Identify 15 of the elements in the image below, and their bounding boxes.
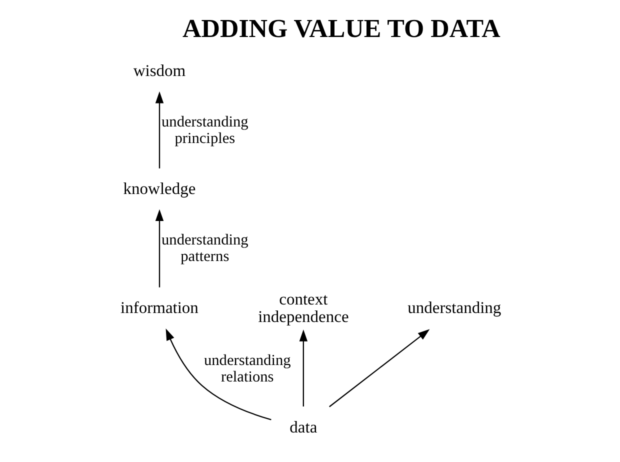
node-text: wisdom [132, 61, 186, 80]
edge-label: understanding relations [203, 352, 290, 386]
arrow [165, 328, 271, 420]
arrow [328, 329, 430, 408]
arrow [298, 330, 308, 406]
arrow [154, 91, 164, 168]
diagram-title: ADDING VALUE TO DATA [182, 14, 500, 44]
node-text: context independence [258, 289, 348, 326]
node-text: information [120, 298, 198, 318]
node-text: data [289, 417, 317, 436]
node-text: knowledge [122, 179, 196, 198]
edge-label: understanding patterns [160, 231, 248, 265]
arrow [154, 209, 164, 288]
node-text: understanding [407, 298, 501, 318]
edge-label: understanding principles [160, 113, 248, 147]
